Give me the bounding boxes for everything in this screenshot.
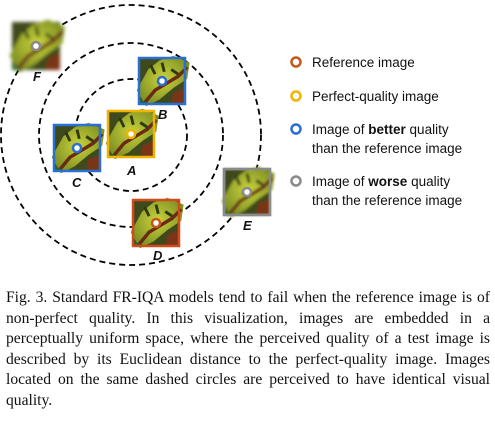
legend-perfect-icon: [290, 90, 302, 102]
figure-caption: Fig. 3. Standard FR-IQA models tend to f…: [6, 289, 490, 409]
image-E: [219, 164, 277, 220]
image-B: [134, 53, 192, 109]
legend-better-icon: [290, 123, 302, 135]
image-C: [49, 120, 107, 176]
label-B: B: [158, 107, 167, 122]
image-F-marker: [30, 40, 42, 52]
label-E: E: [243, 218, 252, 233]
dashed-circle-outer: [0, 4, 262, 266]
label-C: C: [72, 175, 82, 190]
dashed-circle-middle: [38, 42, 224, 228]
label-D: D: [153, 248, 163, 263]
label-F: F: [33, 69, 42, 84]
image-D-marker: [150, 217, 162, 229]
legend-reference-text: Reference image: [312, 55, 415, 70]
legend: Reference image Perfect-quality image Im…: [290, 55, 462, 208]
image-C-marker: [71, 142, 83, 154]
legend-worse-text: Image of worse quality: [312, 174, 450, 189]
label-A: A: [126, 163, 136, 178]
image-A-marker: [125, 128, 137, 140]
legend-worse-icon: [290, 175, 302, 187]
image-D: [128, 195, 186, 251]
legend-better-text: Image of better quality: [312, 122, 449, 137]
legend-reference-icon: [290, 56, 302, 68]
iqa-diagram: F B A C E D Reference image Perfect-qua: [0, 4, 462, 266]
image-B-marker: [156, 75, 168, 87]
legend-worse-text-2: than the reference image: [312, 193, 462, 208]
image-E-marker: [241, 186, 253, 198]
legend-perfect-text: Perfect-quality image: [312, 89, 439, 104]
image-F: [7, 17, 67, 75]
image-A: [103, 106, 161, 162]
legend-better-text-2: than the reference image: [312, 141, 462, 156]
